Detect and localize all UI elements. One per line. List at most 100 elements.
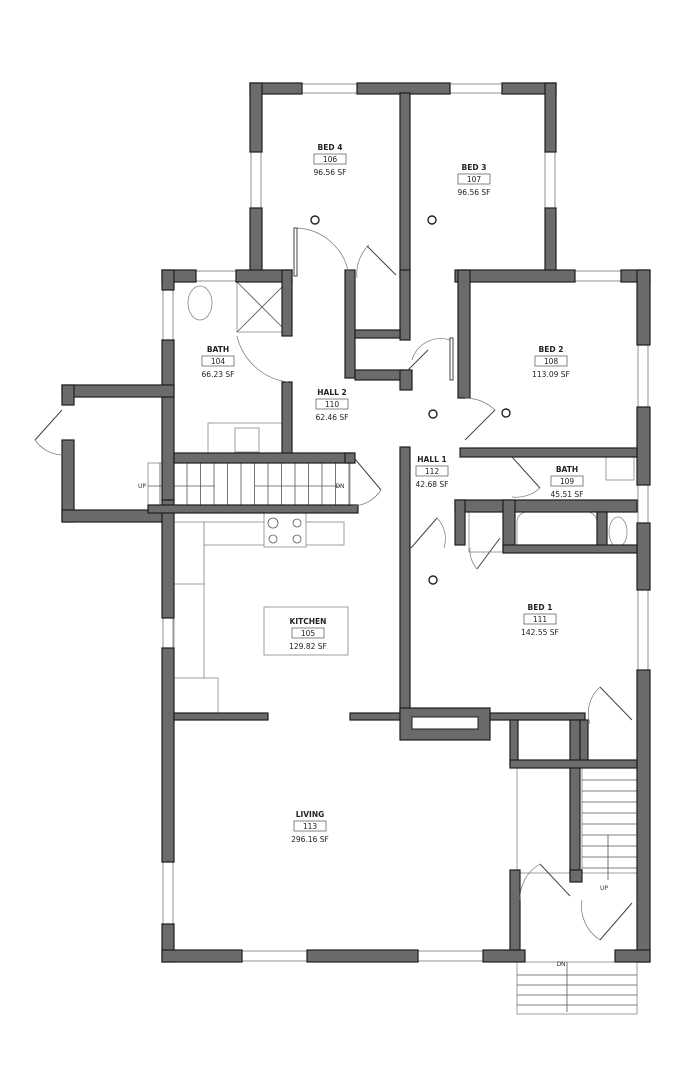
- light-icon: [427, 215, 437, 225]
- wall-segment: [61, 509, 163, 523]
- sink-icon: [234, 427, 260, 453]
- wall-segment: [147, 504, 359, 514]
- room-area: 129.82 SF: [289, 642, 327, 651]
- room-area: 66.23 SF: [202, 370, 235, 379]
- wall-segment: [482, 949, 526, 963]
- room-name: BED 3: [462, 163, 487, 172]
- wall-segment: [161, 499, 175, 619]
- wall-segment: [249, 82, 263, 153]
- room-number: 110: [325, 400, 340, 409]
- room-name: LIVING: [296, 810, 325, 819]
- wall-segment: [61, 384, 175, 398]
- wall-segment: [614, 949, 651, 963]
- room-label: BATH 104 66.23 SF: [202, 345, 235, 379]
- entry-steps: [516, 961, 638, 1015]
- room-label: HALL 1 112 42.68 SF: [416, 455, 449, 489]
- room-number: 106: [323, 155, 338, 164]
- kitchen-counters: [173, 511, 349, 717]
- room-name: KITCHEN: [290, 617, 327, 626]
- toilet-icon: [187, 285, 213, 321]
- wall-segment: [489, 712, 586, 721]
- wall-segment: [344, 452, 356, 464]
- room-name: BATH: [556, 465, 578, 474]
- wall-segment: [399, 269, 411, 341]
- wall-segment: [502, 499, 516, 551]
- wall-segment: [579, 719, 589, 766]
- wall-segment: [459, 447, 638, 458]
- light-icon: [428, 575, 438, 585]
- room-name: BED 4: [318, 143, 343, 152]
- wall-segment: [281, 269, 293, 337]
- wall-segment: [454, 499, 466, 546]
- rear-stair: [516, 767, 638, 880]
- wall-segment: [454, 269, 576, 283]
- wall-segment: [636, 522, 651, 591]
- door-bed4: [293, 227, 298, 277]
- light-icon: [501, 408, 511, 418]
- light-icon: [428, 409, 438, 419]
- wall-segment: [354, 369, 406, 381]
- sink-icon: [173, 521, 205, 585]
- wall-segment: [281, 381, 293, 458]
- light-icon: [310, 215, 320, 225]
- windows: [162, 83, 649, 962]
- wall-segment: [502, 544, 638, 554]
- room-name: BATH: [207, 345, 229, 354]
- wall-segment: [509, 869, 521, 951]
- wall-segment: [356, 82, 451, 95]
- room-number: 105: [301, 629, 316, 638]
- room-label: LIVING 113 296.16 SF: [291, 810, 329, 844]
- room-number: 109: [560, 477, 575, 486]
- wall-segment: [399, 446, 411, 721]
- room-area: 42.68 SF: [416, 480, 449, 489]
- wall-segment: [636, 406, 651, 486]
- wall-segment: [454, 499, 638, 513]
- wall-segment: [249, 207, 263, 279]
- room-name: HALL 1: [417, 455, 446, 464]
- door-stair: [354, 458, 382, 491]
- room-number: 104: [211, 357, 226, 366]
- wall-segment: [161, 339, 175, 501]
- entry-dn-label: DN: [556, 961, 565, 968]
- stair-up-label: UP: [138, 483, 146, 490]
- room-label: BATH 109 45.51 SF: [551, 465, 584, 499]
- wall-segment: [509, 719, 519, 766]
- wall-segment: [636, 669, 651, 963]
- ceiling-lights: [310, 215, 511, 585]
- room-area: 142.55 SF: [521, 628, 559, 637]
- wall-segment: [306, 949, 419, 963]
- wall-segment: [544, 207, 557, 279]
- room-label: BED 4 106 96.56 SF: [314, 143, 347, 177]
- room-number: 113: [303, 822, 318, 831]
- room-area: 296.16 SF: [291, 835, 329, 844]
- room-area: 62.46 SF: [316, 413, 349, 422]
- stair-dn-label: DN: [335, 483, 344, 490]
- bath-109-fixtures: [468, 453, 635, 553]
- toilet-icon: [608, 516, 628, 548]
- room-number: 111: [533, 615, 548, 624]
- walls: [61, 82, 651, 963]
- wall-segment: [509, 759, 638, 769]
- wall-segment: [161, 269, 175, 291]
- room-number: 112: [425, 467, 440, 476]
- bath-104-fixtures: [187, 281, 288, 456]
- wall-segment: [354, 329, 401, 339]
- room-area: 96.56 SF: [314, 168, 347, 177]
- wall-segment: [173, 452, 355, 464]
- room-number: 108: [544, 357, 559, 366]
- wall-segment: [399, 369, 413, 391]
- wall-segment: [161, 949, 243, 963]
- sink-icon: [605, 453, 635, 481]
- room-area: 45.51 SF: [551, 490, 584, 499]
- wall-segment: [569, 719, 581, 881]
- room-area: 113.09 SF: [532, 370, 570, 379]
- interior-stair: [147, 462, 351, 512]
- wall-segment: [349, 712, 401, 721]
- wall-segment: [457, 269, 471, 399]
- wall-segment: [173, 712, 269, 721]
- wall-segment: [344, 269, 356, 379]
